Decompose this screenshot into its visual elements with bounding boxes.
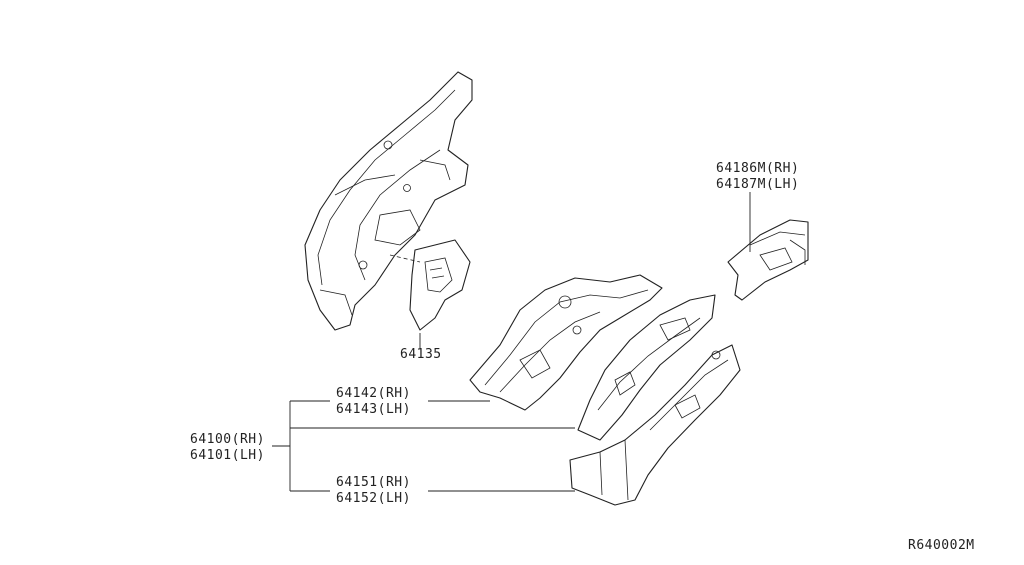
small-member-part: [727, 219, 809, 301]
label-64152-lh: 64152(LH): [336, 491, 411, 506]
side-member-part: [577, 294, 716, 441]
label-64135: 64135: [400, 347, 442, 362]
label-64151-rh: 64151(RH): [336, 475, 411, 490]
label-64101-lh: 64101(LH): [190, 448, 265, 463]
label-64143-lh: 64143(LH): [336, 402, 411, 417]
label-64187m-lh: 64187M(LH): [716, 177, 800, 192]
side-member-extension-part: [569, 344, 741, 506]
hoodledge-panel: [304, 71, 473, 331]
leader-lines: [272, 192, 751, 492]
diagram-code: R640002M: [908, 538, 975, 553]
bracket-64135-part: [389, 239, 471, 331]
label-64100-rh: 64100(RH): [190, 432, 265, 447]
label-64142-rh: 64142(RH): [336, 386, 411, 401]
hoodledge-reinforcement-part: [469, 274, 663, 411]
label-64186m-rh: 64186M(RH): [716, 161, 800, 176]
